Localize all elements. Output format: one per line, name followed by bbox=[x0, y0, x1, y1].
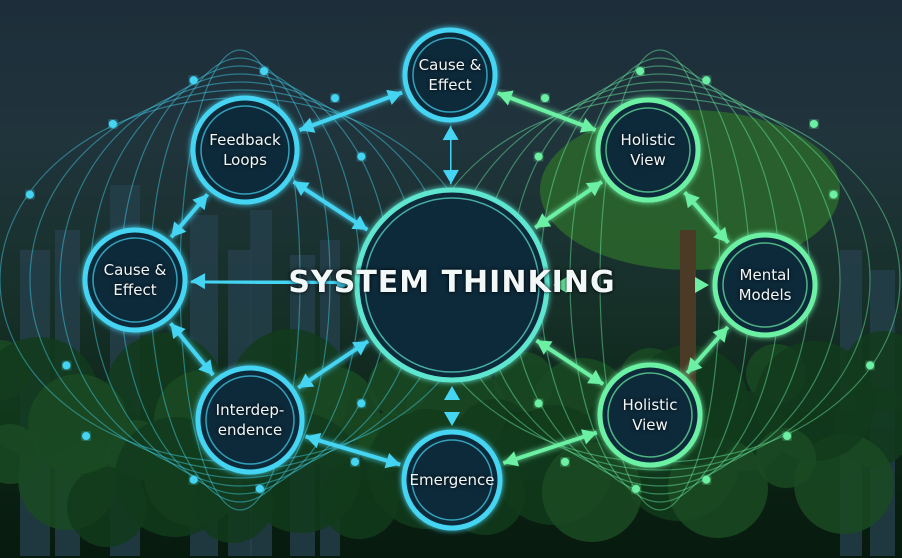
node-label-cause-effect-left: Cause & Effect bbox=[103, 261, 167, 299]
arrowhead bbox=[497, 90, 514, 106]
network-dot bbox=[534, 152, 543, 161]
arrowhead bbox=[386, 89, 403, 105]
arrowhead bbox=[192, 194, 208, 211]
network-dot bbox=[351, 457, 359, 466]
arrowhead bbox=[580, 429, 597, 445]
node-interdependence-inner-ring bbox=[205, 375, 295, 465]
connector-arrow bbox=[305, 434, 401, 467]
center-node bbox=[354, 187, 550, 383]
node-holistic-view-bottom bbox=[597, 362, 703, 468]
arrowhead bbox=[687, 357, 703, 374]
network-dot bbox=[866, 361, 875, 370]
arrowhead bbox=[442, 169, 459, 185]
network-dot bbox=[541, 94, 549, 103]
network-dot bbox=[331, 94, 339, 103]
network-dot bbox=[189, 76, 198, 85]
arrowhead bbox=[336, 275, 352, 292]
node-emergence bbox=[401, 429, 503, 531]
tree-foliage bbox=[494, 352, 554, 412]
network-dot bbox=[829, 190, 838, 199]
arrowhead bbox=[305, 432, 322, 449]
connector-arrow bbox=[292, 180, 369, 232]
arrowhead bbox=[585, 181, 602, 197]
tree-foliage bbox=[542, 442, 642, 542]
network-dot bbox=[561, 457, 569, 466]
node-holistic-view-top bbox=[595, 97, 701, 203]
arrowhead bbox=[384, 452, 401, 469]
node-label-interdependence: Interdep- endence bbox=[215, 401, 285, 439]
node-label-feedback-loops: Feedback Loops bbox=[209, 131, 281, 169]
network-dot bbox=[25, 190, 34, 199]
connector-arrow bbox=[496, 91, 597, 133]
arrowhead bbox=[170, 323, 186, 340]
network-dot bbox=[357, 152, 366, 161]
arrowhead bbox=[293, 181, 310, 197]
network-dot bbox=[702, 76, 711, 85]
arrowhead bbox=[190, 273, 206, 290]
arrowhead bbox=[713, 226, 729, 243]
network-dot bbox=[783, 432, 792, 441]
node-feedback-loops bbox=[190, 95, 300, 205]
tree-trunk bbox=[680, 230, 696, 390]
network-dot bbox=[357, 399, 366, 408]
center-node-inner-ring bbox=[364, 197, 540, 373]
node-feedback-loops-inner-ring bbox=[200, 105, 290, 195]
connector-arrow bbox=[502, 430, 598, 466]
center-title: SYSTEM THINKING bbox=[288, 265, 616, 300]
node-label-cause-effect-top: Cause & Effect bbox=[418, 56, 482, 94]
arrowhead bbox=[579, 117, 596, 133]
node-mental-models-inner-ring bbox=[722, 242, 808, 328]
arrowhead bbox=[553, 277, 567, 293]
node-holistic-view-top-inner-ring bbox=[605, 107, 691, 193]
node-cause-effect-left bbox=[82, 227, 188, 333]
arrowhead bbox=[171, 221, 187, 238]
network-dot bbox=[636, 67, 645, 76]
arrowhead bbox=[351, 341, 369, 356]
node-label-holistic-view-top: Holistic View bbox=[620, 131, 676, 169]
arrowhead bbox=[298, 373, 315, 388]
arrowhead bbox=[587, 369, 604, 385]
arrowhead bbox=[535, 213, 552, 228]
node-label-emergence: Emergence bbox=[409, 471, 495, 489]
network-dot bbox=[62, 361, 71, 370]
network-dot bbox=[82, 432, 91, 441]
network-dot bbox=[189, 475, 198, 484]
tree-foliage bbox=[843, 331, 902, 411]
connector-arrow bbox=[190, 278, 352, 286]
connector-arrow bbox=[298, 90, 403, 132]
arrowhead bbox=[198, 359, 214, 376]
node-cause-effect-top-inner-ring bbox=[412, 37, 488, 113]
node-holistic-view-bottom-inner-ring bbox=[607, 372, 693, 458]
node-label-mental-models: Mental Models bbox=[738, 266, 792, 304]
network-dot bbox=[108, 119, 117, 128]
network-dot bbox=[255, 484, 264, 493]
arrowhead bbox=[684, 192, 700, 209]
network-dot bbox=[260, 67, 269, 76]
arrowhead bbox=[536, 340, 553, 355]
arrowhead bbox=[444, 386, 460, 400]
arrowhead bbox=[712, 326, 728, 343]
tree-foliage bbox=[756, 428, 816, 488]
arrowhead bbox=[299, 117, 316, 133]
node-emergence-inner-ring bbox=[411, 439, 493, 521]
network-dot bbox=[702, 475, 711, 484]
network-dot bbox=[534, 399, 543, 408]
tree-foliage bbox=[28, 374, 128, 474]
node-cause-effect-left-inner-ring bbox=[92, 237, 178, 323]
node-label-holistic-view-bottom: Holistic View bbox=[622, 396, 678, 434]
arrowhead bbox=[351, 215, 368, 230]
node-mental-models bbox=[712, 232, 818, 338]
network-dot bbox=[809, 119, 818, 128]
arrowhead bbox=[503, 451, 520, 467]
arrowhead bbox=[442, 125, 459, 141]
node-cause-effect-top bbox=[402, 27, 498, 123]
network-dot bbox=[631, 484, 640, 493]
node-interdependence bbox=[195, 365, 305, 475]
arrowhead bbox=[695, 277, 709, 293]
tree-foliage bbox=[0, 424, 40, 484]
arrowhead bbox=[444, 412, 460, 426]
